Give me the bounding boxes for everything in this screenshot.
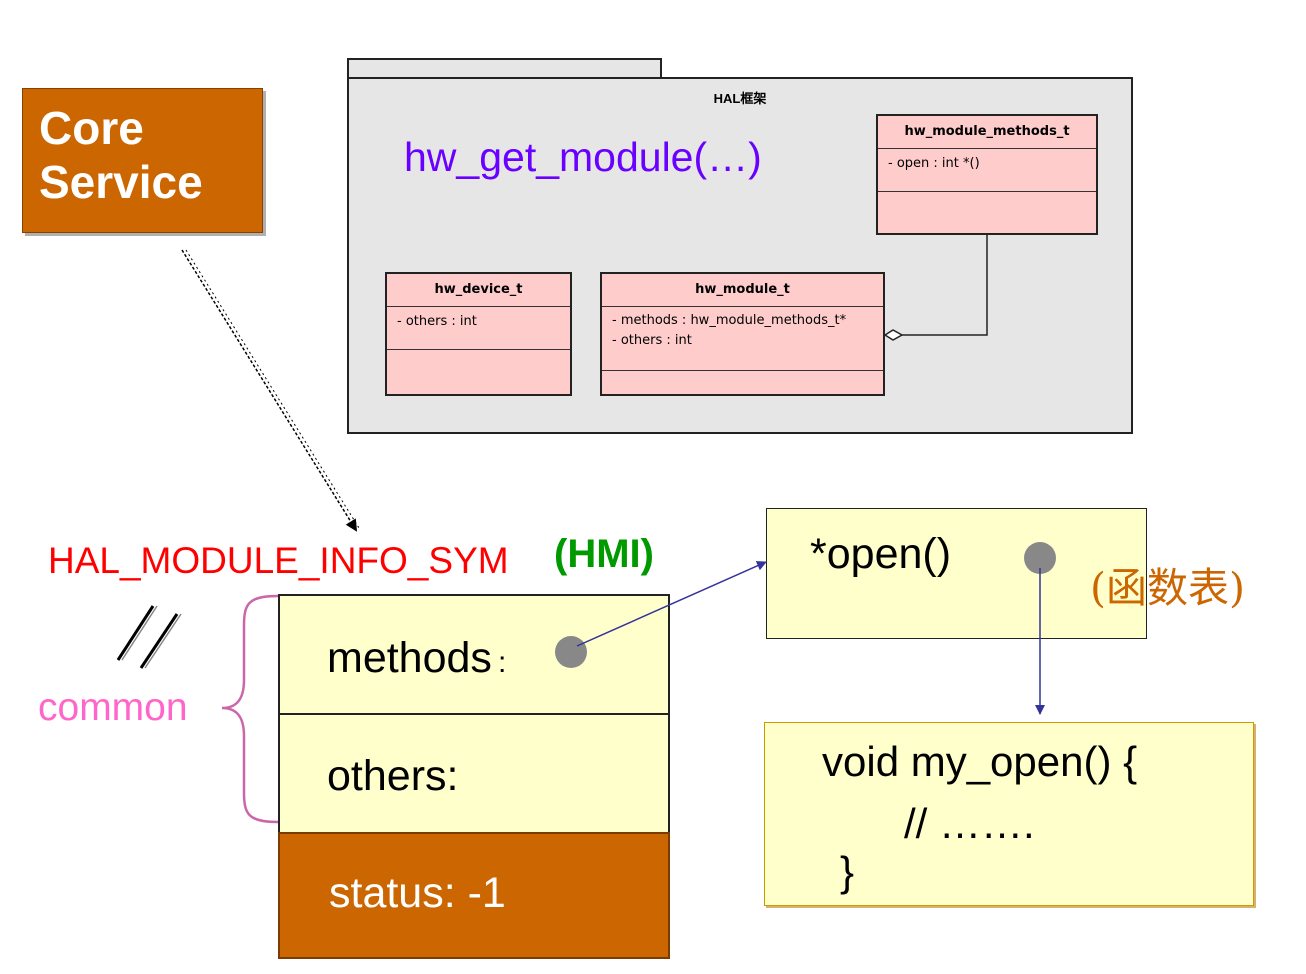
common-label: common bbox=[38, 686, 188, 729]
core-service-line2: Service bbox=[39, 156, 203, 208]
aggregation-diamond bbox=[883, 329, 904, 341]
core-service-line1: Core bbox=[39, 102, 144, 154]
uml-attribute: - others : int bbox=[612, 333, 692, 348]
my-open-code-box bbox=[764, 722, 1254, 906]
uml-class-attributes: - methods : hw_module_methods_t* - other… bbox=[602, 307, 883, 371]
code-line-3: } bbox=[840, 848, 855, 895]
dependency-arrow-shadow bbox=[185, 249, 360, 529]
methods-field-label: methods: bbox=[327, 634, 506, 683]
uml-attribute: - methods : hw_module_methods_t* bbox=[612, 313, 847, 328]
uml-class-hw-device-t: hw_device_t - others : int bbox=[385, 272, 572, 396]
uml-attribute: - others : int bbox=[397, 314, 477, 329]
uml-class-name: hw_module_methods_t bbox=[878, 116, 1096, 149]
code-line-1: void my_open() { bbox=[822, 738, 1138, 785]
methods-name: methods bbox=[327, 634, 492, 682]
others-field-label: others: bbox=[327, 752, 459, 800]
methods-pointer-dot bbox=[555, 636, 587, 668]
hal-package-name: HAL框架 bbox=[713, 91, 767, 106]
struct-field-status: status: -1 bbox=[278, 832, 670, 959]
hal-package-tab bbox=[347, 58, 662, 79]
open-function-pointer-label: *open() bbox=[810, 530, 952, 578]
uml-class-hw-module-methods-t: hw_module_methods_t - open : int *() bbox=[876, 114, 1098, 235]
uml-class-attributes: - open : int *() bbox=[878, 149, 1096, 192]
methods-colon: : bbox=[497, 646, 507, 679]
slash-mark-shadow bbox=[121, 605, 182, 669]
uml-attribute: - open : int *() bbox=[888, 156, 980, 171]
uml-class-name: hw_module_t bbox=[602, 274, 883, 307]
code-line-2: // ……. bbox=[904, 800, 1035, 847]
function-table-box bbox=[766, 508, 1147, 639]
function-table-label: (函数表) bbox=[1090, 564, 1245, 612]
slash-mark bbox=[116, 605, 179, 669]
hmi-tag: (HMI) bbox=[554, 532, 654, 576]
hal-module-info-sym-label: HAL_MODULE_INFO_SYM bbox=[48, 540, 509, 581]
status-field-label: status: -1 bbox=[329, 869, 506, 917]
uml-class-attributes: - others : int bbox=[387, 307, 570, 350]
hw-get-module-call: hw_get_module(…) bbox=[404, 134, 762, 180]
methods-pointer-arrow bbox=[576, 561, 767, 647]
dependency-arrow bbox=[181, 249, 358, 532]
aggregation-line bbox=[902, 235, 988, 336]
struct-field-others: others: bbox=[278, 713, 670, 834]
common-brace bbox=[221, 594, 279, 824]
struct-field-methods: methods: bbox=[278, 594, 670, 715]
core-service-box: Core Service bbox=[22, 88, 263, 233]
uml-class-name: hw_device_t bbox=[387, 274, 570, 307]
uml-class-hw-module-t: hw_module_t - methods : hw_module_method… bbox=[600, 272, 885, 396]
open-pointer-dot bbox=[1024, 542, 1056, 574]
